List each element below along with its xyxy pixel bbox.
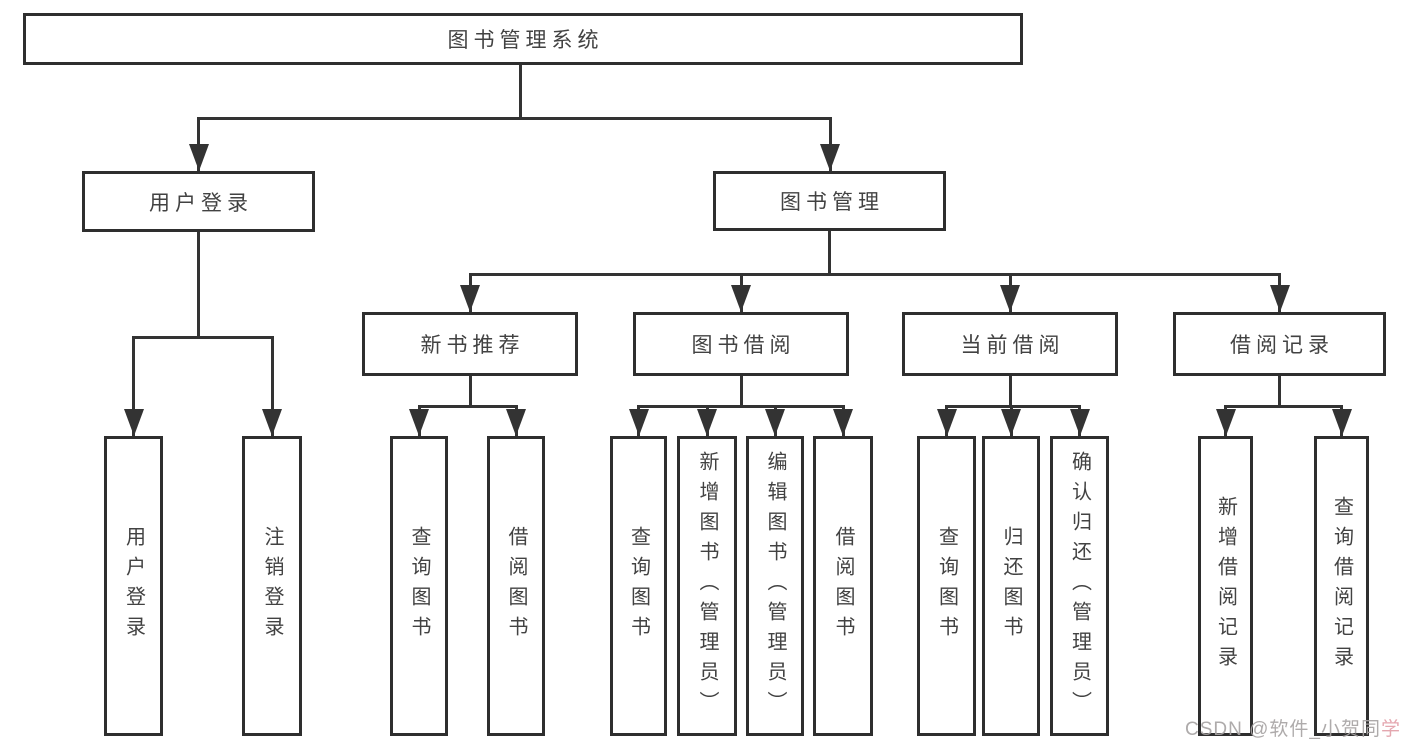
arrow-down-icon xyxy=(1069,409,1090,436)
connector-line-v xyxy=(132,336,135,436)
connector-line-h xyxy=(637,405,845,408)
arrow-down-icon xyxy=(833,409,853,436)
connector-line-v xyxy=(739,376,743,408)
arrow-down-icon xyxy=(506,409,526,436)
watermark: CSDN @软件_小贺同学 xyxy=(1185,714,1401,741)
connector-line-v xyxy=(197,232,200,339)
arrow-down-icon xyxy=(628,409,649,436)
arrow-down-icon xyxy=(460,285,480,312)
arrow-down-icon xyxy=(765,409,785,436)
node-user-login: 用户登录 xyxy=(82,171,315,232)
watermark-text: CSDN @软件_小贺同 xyxy=(1185,719,1381,740)
connector-line-h xyxy=(197,117,832,120)
arrow-down-icon xyxy=(1215,409,1236,436)
connector-line-h xyxy=(945,405,1081,408)
arrow-down-icon xyxy=(731,285,751,312)
arrow-down-icon xyxy=(1000,285,1020,312)
node-book-borrow: 图书借阅 xyxy=(633,312,849,376)
arrow-down-icon xyxy=(1001,409,1021,436)
arrow-down-icon xyxy=(1331,409,1352,436)
connector-line-h xyxy=(132,336,274,339)
connector-line-v xyxy=(518,65,522,120)
arrow-down-icon xyxy=(936,409,957,436)
leaf-search-borrow-record: 查询借阅记录 xyxy=(1314,436,1369,736)
arrow-down-icon xyxy=(820,144,840,171)
node-borrow-records: 借阅记录 xyxy=(1173,312,1386,376)
node-new-book-recommend: 新书推荐 xyxy=(362,312,578,376)
arrow-down-icon xyxy=(697,409,717,436)
arrow-down-icon xyxy=(409,409,429,436)
arrow-down-icon xyxy=(1269,285,1290,312)
arrow-down-icon xyxy=(262,409,282,436)
leaf-logout: 注销登录 xyxy=(242,436,302,736)
leaf-user-login: 用户登录 xyxy=(104,436,163,736)
leaf-edit-books-admin: 编辑图书（管理员） xyxy=(746,436,804,736)
leaf-borrow-books: 借阅图书 xyxy=(813,436,873,736)
leaf-return-books: 归还图书 xyxy=(982,436,1040,736)
arrow-down-icon xyxy=(123,409,144,436)
leaf-add-borrow-record: 新增借阅记录 xyxy=(1198,436,1253,736)
leaf-search-books-recommend: 查询图书 xyxy=(390,436,448,736)
connector-line-v xyxy=(828,231,831,276)
leaf-borrow-books-recommend: 借阅图书 xyxy=(487,436,545,736)
connector-line-v xyxy=(1008,376,1012,408)
leaf-confirm-return-admin: 确认归还（管理员） xyxy=(1050,436,1109,736)
node-current-borrow: 当前借阅 xyxy=(902,312,1118,376)
leaf-search-books-borrow: 查询图书 xyxy=(610,436,667,736)
connector-line-v xyxy=(1278,376,1281,408)
leaf-add-books-admin: 新增图书（管理员） xyxy=(677,436,737,736)
connector-line-h xyxy=(417,405,518,408)
connector-line-v xyxy=(270,336,274,436)
node-library-system-root: 图书管理系统 xyxy=(23,13,1023,65)
connector-line-h xyxy=(468,273,1281,276)
watermark-accent: 学 xyxy=(1380,719,1401,740)
node-book-management: 图书管理 xyxy=(713,171,946,231)
arrow-down-icon xyxy=(188,144,209,171)
connector-line-v xyxy=(468,376,472,408)
leaf-search-books-current: 查询图书 xyxy=(917,436,976,736)
connector-line-h xyxy=(1224,405,1343,408)
